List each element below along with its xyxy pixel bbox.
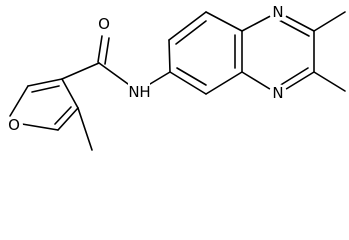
bond-n1-c2-inner (278, 19, 310, 37)
bond-c7-c8 (168, 11, 207, 41)
bond-furan-methyl (77, 107, 93, 151)
bond-furan-c2-o (21, 123, 59, 131)
atom-label-layer: O N H O N N (5, 3, 287, 134)
bond-carbonyl-o-double (104, 37, 110, 65)
bond-c3-methyl (313, 71, 346, 92)
atom-amide-nh-bg (128, 83, 150, 100)
atom-quinoxaline-n4-label: N (272, 84, 283, 102)
bond-c3-carbonyl (61, 62, 100, 80)
atom-furan-oxygen: O (5, 116, 23, 134)
bond-c3-n4-inner (278, 67, 309, 87)
bond-carbonyl-n (98, 62, 129, 85)
bond-furan-c5-c4 (27, 78, 63, 87)
atom-amide-hydrogen-label: H (139, 83, 150, 101)
bond-layer (9, 11, 346, 151)
bond-c2-methyl (313, 11, 346, 32)
atom-quinoxaline-n1: N (269, 3, 287, 21)
bond-c7-c8-inner (175, 20, 207, 45)
atom-quinoxaline-n1-label: N (272, 3, 283, 21)
atom-quinoxaline-n4: N (269, 84, 287, 102)
bond-furan-c3-c2-inner (54, 106, 72, 125)
molecule-structure-diagram: O N H O N N (5, 3, 346, 151)
bond-c4a-c5 (205, 71, 243, 95)
atom-amide-oxygen-label: O (98, 15, 110, 33)
bond-c6-c7 (168, 39, 171, 73)
atom-quinoxaline-n4-bg (269, 84, 287, 102)
bond-n-aryl (149, 71, 171, 85)
bond-c5-c6 (169, 71, 207, 95)
bond-c8-c8a (205, 11, 243, 32)
atom-amide-nitrogen-label: N (128, 83, 139, 101)
atom-furan-oxygen-label: O (8, 116, 20, 134)
bond-c5-c6-inner (176, 67, 207, 86)
bond-furan-o-c5 (9, 85, 29, 117)
bond-carbonyl-o (97, 35, 103, 63)
bond-furan-c4-c3 (61, 78, 79, 109)
bond-furan-c5-c4-inner (31, 85, 60, 93)
bond-furan-c3-c2 (57, 107, 79, 131)
atom-amide-oxygen-bg (95, 15, 113, 33)
atom-amide-nh: N H (128, 83, 151, 101)
atom-quinoxaline-n1-bg (269, 3, 287, 21)
atom-furan-oxygen-bg (5, 116, 23, 134)
atom-amide-oxygen: O (95, 15, 113, 33)
